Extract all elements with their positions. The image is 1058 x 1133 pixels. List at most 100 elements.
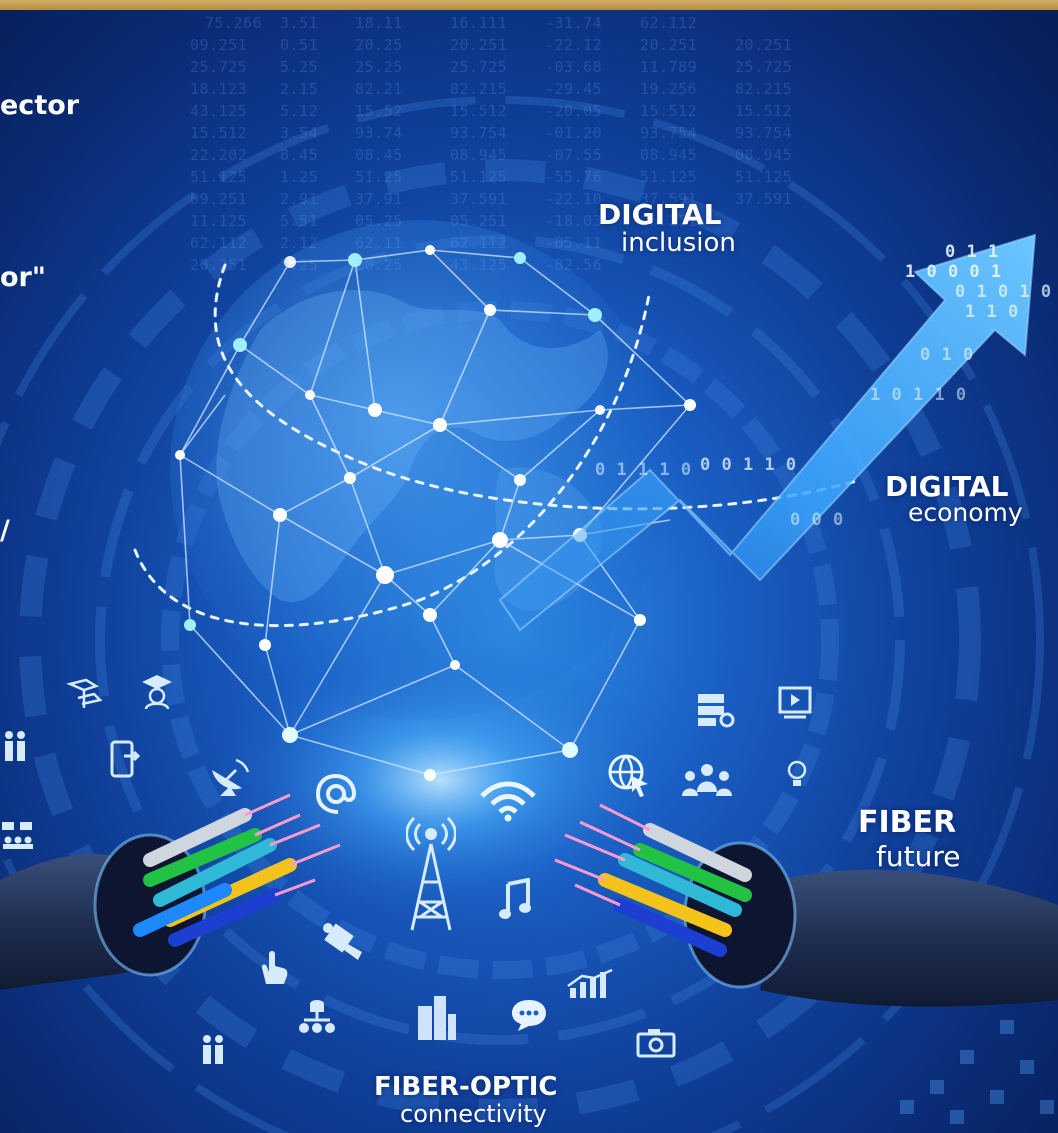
bg-number: 3.51	[280, 14, 319, 32]
binary-text: 1 1 0	[965, 302, 1019, 322]
bg-number: 82.215	[450, 80, 508, 98]
bg-number: -55.76	[545, 168, 603, 186]
person-icon	[203, 1035, 223, 1064]
bg-number: -01.20	[545, 124, 603, 142]
bg-number: 16.111	[450, 14, 508, 32]
bg-number: 62.112	[190, 234, 248, 252]
bg-number: 19.256	[640, 80, 698, 98]
bg-number: 62.112	[640, 14, 698, 32]
camera-icon	[636, 1029, 676, 1058]
signpost-icon	[66, 678, 103, 708]
bg-number: -03.68	[545, 58, 603, 76]
music-note-icon	[499, 878, 531, 919]
binary-text: 1 0 1 1 0	[870, 385, 967, 405]
bg-number: 5.51	[280, 212, 319, 230]
bg-number: 25.725	[190, 58, 248, 76]
bg-number: -29.45	[545, 80, 603, 98]
bg-number: -22.10	[545, 190, 603, 208]
satellite-dish-icon	[212, 758, 250, 796]
bg-number: 11.125	[190, 212, 248, 230]
group-icon	[2, 822, 33, 849]
bg-number: 82.215	[735, 80, 793, 98]
growth-chart-icon	[567, 968, 613, 998]
server-settings-icon	[698, 694, 735, 728]
bg-number: 2.15	[280, 80, 319, 98]
binary-text: 0 1 0	[920, 345, 974, 365]
team-icon	[682, 764, 732, 796]
city-icon	[418, 996, 456, 1040]
bg-number: 62.112	[450, 234, 508, 252]
bg-number: 75.266	[205, 14, 263, 32]
bg-number: 51.125	[735, 168, 793, 186]
bg-number: 43.125	[450, 256, 508, 274]
bg-number: 5.25	[280, 256, 319, 274]
at-sign-icon	[315, 773, 357, 814]
camcorder-icon	[323, 923, 362, 960]
digital-inclusion-subtitle: inclusion	[621, 228, 736, 258]
bg-number: 51.125	[190, 168, 248, 186]
bg-number: 37.91	[355, 190, 403, 208]
top-accent-bar	[0, 0, 1058, 10]
binary-text: 0 0 1 1 0	[700, 455, 797, 475]
fiber-cable-left	[0, 793, 341, 990]
bg-number: 18.123	[190, 80, 248, 98]
bg-number: -31.74	[545, 14, 603, 32]
bg-number: 25.725	[450, 58, 508, 76]
fiber-future-title: FIBER	[858, 805, 957, 840]
bg-number: 93.74	[355, 124, 403, 142]
digital-inclusion-title: DIGITAL	[598, 198, 722, 231]
bg-number: -20.05	[545, 102, 603, 120]
bg-number: -18.03	[545, 212, 603, 230]
hand-touch-icon	[261, 951, 288, 984]
bg-number: 93.754	[450, 124, 508, 142]
binary-text: 1 0 0 0 1	[905, 262, 1002, 282]
bg-number: 3.54	[280, 124, 319, 142]
side-text-line1: ector	[0, 90, 80, 121]
bg-number: 08.945	[450, 146, 508, 164]
bg-number: 93.754	[735, 124, 793, 142]
growth-arrow	[498, 233, 1037, 632]
bg-number: 15.52	[355, 102, 403, 120]
network-nodes	[175, 245, 696, 781]
graduation-icon	[142, 675, 172, 710]
bg-number: 82.21	[355, 80, 403, 98]
people-icon	[5, 731, 25, 761]
digital-economy-title: DIGITAL	[885, 470, 1009, 503]
bg-number: -82.56	[545, 256, 603, 274]
bg-number: 20.251	[735, 36, 793, 54]
fiber-optic-subtitle: connectivity	[400, 1100, 547, 1128]
wifi-icon	[480, 781, 536, 822]
network-nodes-icon	[299, 1000, 335, 1033]
bg-number: 25.25	[355, 58, 403, 76]
bg-number: 93.754	[640, 124, 698, 142]
bg-number: 20.251	[450, 36, 508, 54]
bg-number: 20.251	[640, 36, 698, 54]
globe-cursor-icon	[608, 754, 648, 797]
network-edges	[179, 249, 691, 776]
pixel-squares	[900, 1020, 1054, 1124]
bg-number: 5.25	[280, 58, 319, 76]
bg-number: 37.591	[735, 190, 793, 208]
video-player-icon	[778, 686, 812, 719]
bg-number: 08.945	[735, 146, 793, 164]
bg-number: 37.591	[640, 190, 698, 208]
fiber-future-subtitle: future	[876, 840, 961, 873]
radio-tower-icon	[406, 816, 456, 931]
bg-number: 51.125	[640, 168, 698, 186]
bg-number: 62.11	[355, 234, 403, 252]
bg-number: 09.251	[190, 36, 248, 54]
bg-number: 05.251	[640, 212, 698, 230]
bg-number: 20.251	[190, 256, 248, 274]
bg-number: -07.55	[545, 146, 603, 164]
mobile-transfer-icon	[110, 740, 141, 778]
binary-text: 0 1 1	[945, 242, 999, 262]
bg-number: 0.51	[280, 36, 319, 54]
binary-text: 0 1 0 1 0	[955, 282, 1052, 302]
bg-number: 18.11	[355, 14, 403, 32]
bg-number: 37.591	[450, 190, 508, 208]
binary-text: 0 1 1 1 0	[595, 460, 692, 480]
bg-number: 25.725	[735, 58, 793, 76]
bg-number: 05.251	[450, 212, 508, 230]
bg-number: 5.12	[280, 102, 319, 120]
